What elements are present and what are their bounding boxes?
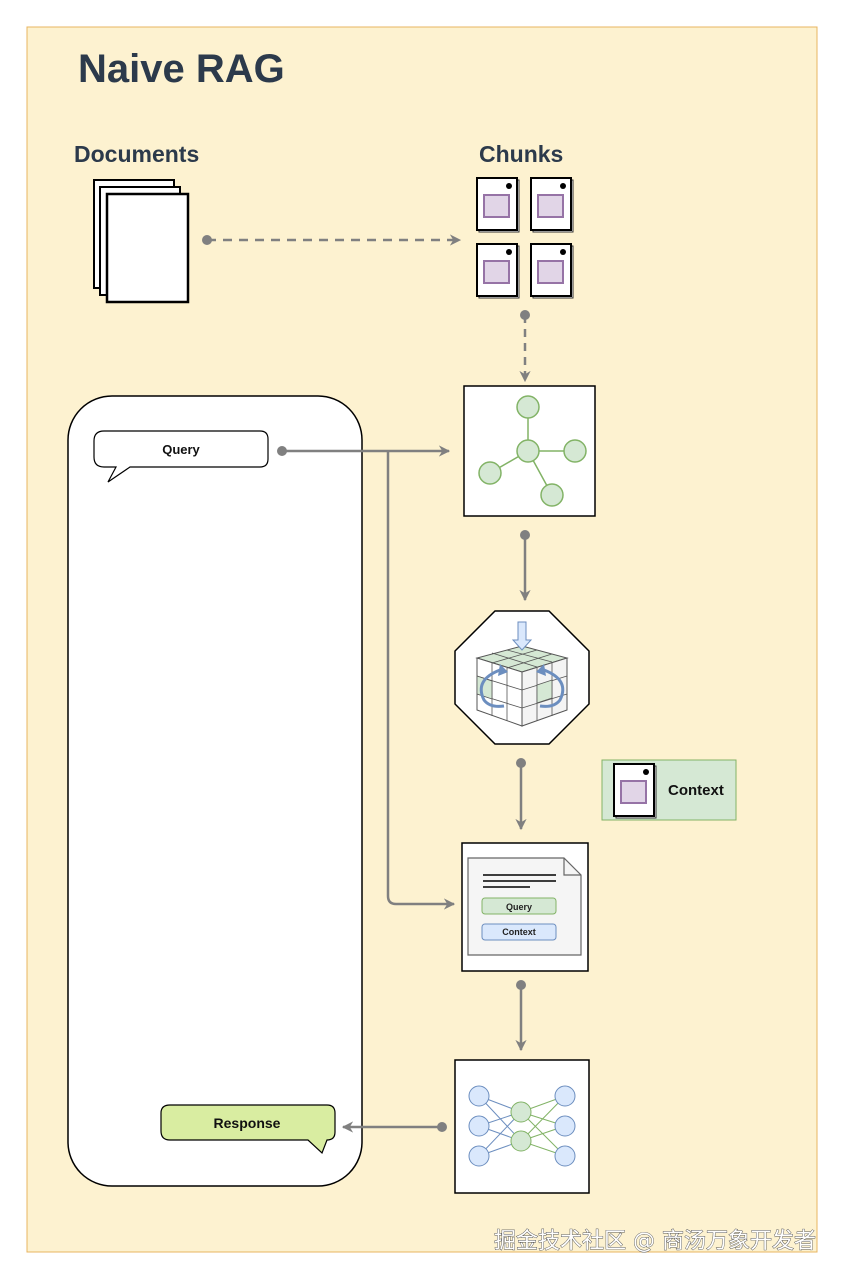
embedding-graph-icon bbox=[463, 385, 596, 517]
prompt-document-icon: Query Context bbox=[461, 842, 589, 972]
chunks-icon bbox=[476, 177, 574, 299]
chunk-item bbox=[476, 177, 520, 233]
chunk-item bbox=[530, 177, 574, 233]
embedding-to-vectordb-arrow bbox=[519, 530, 531, 602]
chunks-label: Chunks bbox=[479, 141, 563, 167]
query-to-prompt-arrow bbox=[386, 451, 456, 910]
neural-network-icon bbox=[454, 1059, 590, 1194]
watermark: 掘金技术社区 @ 商汤万象开发者 bbox=[494, 1229, 816, 1254]
chat-panel bbox=[67, 395, 363, 1187]
prompt-query-label: Query bbox=[506, 902, 532, 912]
llm-to-response-arrow bbox=[341, 1121, 447, 1133]
context-chunk-icon: Context bbox=[601, 759, 737, 821]
query-text: Query bbox=[162, 442, 200, 457]
chunks-to-embedding-arrow bbox=[519, 310, 531, 383]
chunk-item bbox=[476, 243, 520, 299]
prompt-to-llm-arrow bbox=[515, 980, 527, 1052]
chunk-item bbox=[530, 243, 574, 299]
documents-label: Documents bbox=[74, 141, 199, 167]
response-text: Response bbox=[214, 1115, 281, 1131]
documents-to-chunks-arrow bbox=[202, 234, 462, 246]
context-label: Context bbox=[668, 782, 724, 799]
vector-db-cube-icon bbox=[454, 610, 590, 745]
prompt-context-label: Context bbox=[502, 927, 536, 937]
response-bubble[interactable]: Response bbox=[160, 1104, 336, 1155]
documents-icon bbox=[93, 179, 190, 304]
query-bubble[interactable]: Query bbox=[93, 430, 269, 483]
diagram-title: Naive RAG bbox=[78, 47, 285, 91]
query-to-embedding-arrow bbox=[277, 445, 451, 457]
vectordb-to-prompt-arrow bbox=[515, 758, 527, 831]
